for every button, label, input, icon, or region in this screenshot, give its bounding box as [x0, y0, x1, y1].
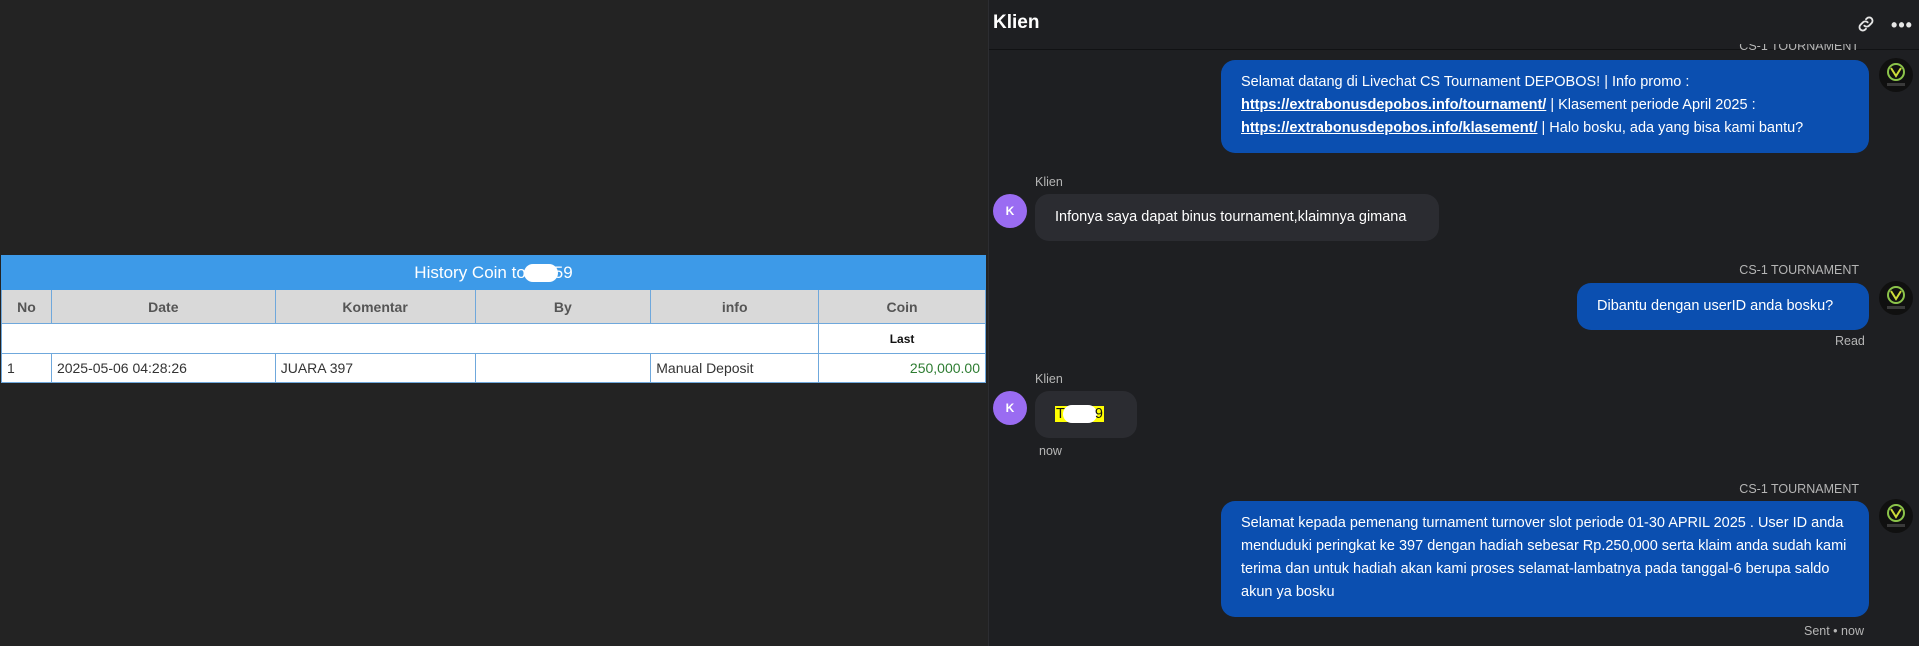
- redacted-username: [523, 263, 558, 282]
- sender-name: Klien: [1035, 175, 1063, 189]
- history-title-prefix: History Coin to: [414, 262, 526, 282]
- sent-status: Sent • now: [1804, 624, 1864, 638]
- col-header-by[interactable]: By: [474, 289, 652, 324]
- sender-name: CS-1 TOURNAMENT: [1739, 263, 1859, 277]
- tournament-logo-icon: [1879, 58, 1913, 92]
- message-text: Selamat datang di Livechat CS Tournament…: [1241, 74, 1690, 90]
- chat-title: Klien: [993, 12, 1040, 33]
- cell-by: [474, 353, 652, 383]
- message-text: Infonya saya dapat binus tournament,klai…: [1055, 209, 1407, 225]
- col-header-komentar[interactable]: Komentar: [274, 289, 476, 324]
- message-text: Dibantu dengan userID anda bosku?: [1597, 298, 1834, 314]
- agent-message-bubble: Selamat kepada pemenang turnament turnov…: [1221, 501, 1869, 617]
- history-table-title: History Coin to 59: [1, 255, 986, 290]
- avatar: K: [993, 194, 1027, 228]
- chat-pane: Klien ••• CS-1 TOURNAMENT Selamat datang…: [988, 0, 1919, 646]
- history-coin-table: History Coin to 59 No Date Komentar By i…: [0, 255, 986, 383]
- history-title-suffix: 59: [553, 262, 573, 282]
- history-pane: History Coin to 59 No Date Komentar By i…: [0, 255, 986, 383]
- klasement-link[interactable]: https://extrabonusdepobos.info/klasement…: [1241, 120, 1538, 136]
- message-text: T: [1056, 406, 1065, 422]
- col-header-info[interactable]: info: [650, 289, 820, 324]
- agent-message-bubble: Dibantu dengan userID anda bosku?: [1577, 283, 1869, 330]
- link-icon[interactable]: [1855, 14, 1877, 36]
- cell-no: 1: [1, 353, 52, 383]
- cell-date: 2025-05-06 04:28:26: [50, 353, 276, 383]
- last-label: Last: [818, 323, 986, 354]
- message-text: 9: [1094, 406, 1103, 422]
- message-text: | Halo bosku, ada yang bisa kami bantu?: [1537, 120, 1804, 136]
- client-message-bubble: Infonya saya dapat binus tournament,klai…: [1035, 194, 1439, 241]
- col-header-no[interactable]: No: [1, 289, 52, 324]
- history-header-row: No Date Komentar By info Coin: [1, 289, 986, 324]
- message-text: | Klasement periode April 2025 :: [1546, 97, 1756, 113]
- cell-coin: 250,000.00: [818, 353, 986, 383]
- tournament-logo-icon: [1879, 281, 1913, 315]
- tournament-logo-icon: [1879, 499, 1913, 533]
- cell-info: Manual Deposit: [650, 353, 820, 383]
- message-text: Selamat kepada pemenang turnament turnov…: [1241, 515, 1847, 600]
- more-icon[interactable]: •••: [1891, 15, 1913, 35]
- read-status: Read: [1835, 334, 1865, 348]
- avatar: K: [993, 391, 1027, 425]
- tournament-link[interactable]: https://extrabonusdepobos.info/tournamen…: [1241, 97, 1547, 113]
- message-timestamp: now: [1039, 444, 1062, 458]
- agent-message-bubble: Selamat datang di Livechat CS Tournament…: [1221, 60, 1869, 153]
- col-header-coin[interactable]: Coin: [818, 289, 986, 324]
- clipped-sender-label: CS-1 TOURNAMENT: [1739, 44, 1859, 53]
- col-header-date[interactable]: Date: [50, 289, 276, 324]
- cell-komentar: JUARA 397: [274, 353, 476, 383]
- redacted-username: [1062, 405, 1097, 424]
- sender-name: CS-1 TOURNAMENT: [1739, 482, 1859, 496]
- history-subheader-row: Last: [0, 323, 986, 354]
- chat-header: Klien •••: [989, 0, 1919, 50]
- sender-name: Klien: [1035, 372, 1063, 386]
- table-row: 1 2025-05-06 04:28:26 JUARA 397 Manual D…: [1, 353, 986, 383]
